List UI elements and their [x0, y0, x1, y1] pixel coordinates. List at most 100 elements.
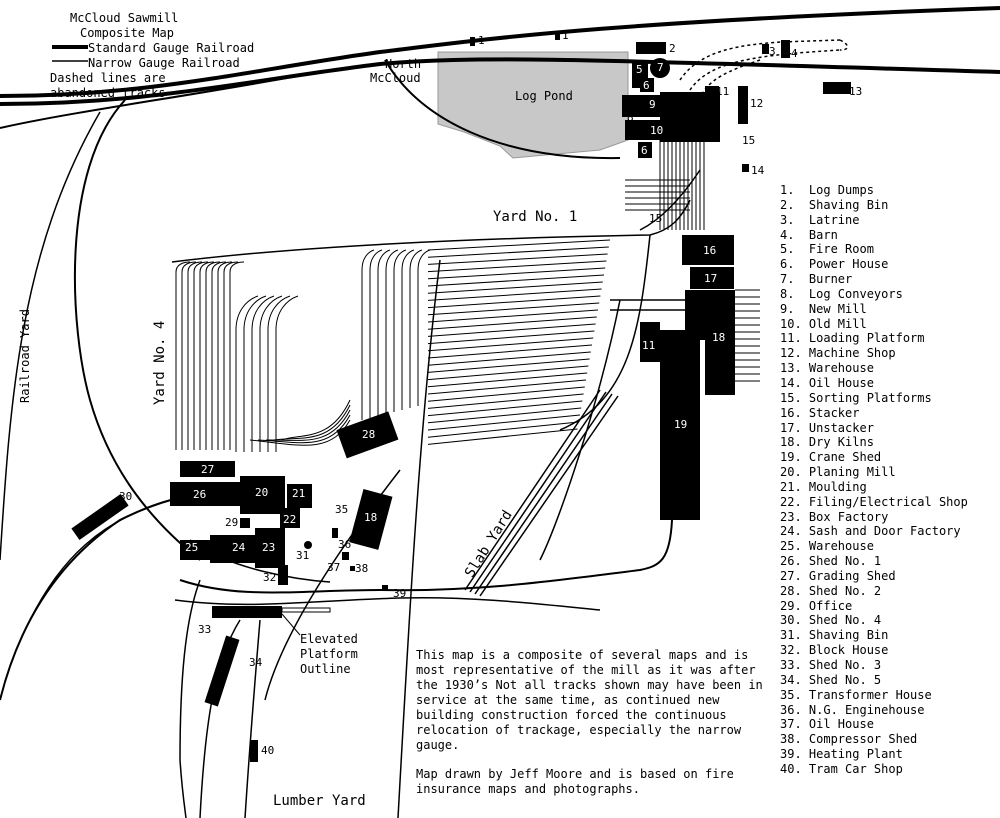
legend-item: 19. Crane Shed [780, 450, 882, 465]
abandoned-track-1 [679, 39, 841, 81]
yard1-track [427, 379, 587, 395]
yard4-inner-track [243, 295, 267, 452]
yard4-inner-track [259, 295, 283, 452]
yard1-track [427, 344, 593, 359]
yard1-track [427, 386, 585, 402]
bldg-31 [304, 541, 312, 549]
yard1-curve-track [409, 249, 423, 408]
legend-item: 30. Shed No. 4 [780, 613, 882, 628]
legend-item: 31. Shaving Bin [780, 628, 889, 643]
yard1-curve-track [401, 249, 415, 410]
legend-item: 17. Unstacker [780, 420, 874, 435]
bldg-11a [705, 86, 719, 106]
slab-yard-4 [479, 395, 619, 597]
legend-item: 29. Office [780, 598, 853, 613]
yard4-inner-track [251, 295, 275, 452]
bldg-13 [823, 82, 851, 94]
num-5: 5 [636, 63, 643, 76]
slab-yard-1 [464, 389, 601, 591]
yard4-track [217, 261, 233, 450]
num-17: 17 [704, 272, 718, 285]
title-line2: Composite Map [80, 26, 174, 40]
yard1-curve-track [417, 249, 431, 406]
legend-item: 9. New Mill [780, 301, 867, 316]
railroad-yard-label: Railroad Yard [18, 309, 32, 403]
main-line-upper [0, 6, 1000, 98]
num-24: 24 [232, 541, 246, 554]
bldg-38 [350, 566, 355, 571]
bldg-19 [660, 330, 700, 520]
bldg-18a [705, 290, 735, 395]
legend-item: 2. Shaving Bin [780, 197, 889, 212]
bldg-39 [382, 585, 388, 591]
legend-item: 4. Barn [780, 227, 838, 242]
yard1-track [427, 281, 603, 294]
legend-item: 12. Machine Shop [780, 346, 896, 361]
num-40: 40 [261, 744, 275, 757]
map-credit: Map drawn by Jeff Moore and is based on … [416, 767, 734, 796]
num-1a: 1 [478, 34, 485, 47]
legend-item: 3. Latrine [780, 212, 860, 227]
bldg-11b [640, 322, 660, 362]
num-11a: 11 [716, 85, 730, 98]
yard4-connector [257, 414, 351, 444]
slab-yard-3 [474, 393, 613, 595]
yard4-track [193, 261, 209, 450]
yard1-track [427, 316, 597, 330]
num-11b: 11 [642, 339, 656, 352]
yard1-track [427, 274, 605, 287]
bldg-36 [342, 552, 349, 560]
yard1-track [427, 295, 601, 309]
num-6b: 6 [641, 144, 648, 157]
yard1-track [427, 358, 590, 373]
legend-item: 21. Moulding [780, 479, 867, 494]
bldg-1a [470, 37, 475, 46]
title-block: McCloud Sawmill Composite Map Standard G… [50, 11, 254, 101]
num-16: 16 [703, 244, 717, 257]
bldg-6b [638, 142, 652, 158]
bldg-3 [762, 44, 769, 54]
yard4-inner-track [267, 295, 291, 452]
spur-north [384, 59, 621, 160]
legend-item: 32. Block House [780, 643, 889, 658]
bottom-main-1 [179, 519, 673, 594]
legend-item: 37. Oil House [780, 717, 874, 732]
num-22: 22 [283, 513, 297, 526]
legend-item: 13. Warehouse [780, 361, 874, 376]
yard1-right-edge [559, 234, 651, 431]
yard1-track [427, 372, 588, 388]
num-9: 9 [649, 98, 656, 111]
bldg-4 [781, 40, 790, 58]
legend-item: 6. Power House [780, 257, 889, 272]
legend-item: 35. Transformer House [780, 687, 932, 702]
bldg-29 [240, 518, 250, 528]
bottom-main-2 [174, 596, 601, 611]
legend-item: 23. Box Factory [780, 509, 889, 524]
yard1-track [427, 246, 609, 258]
yard4-track [205, 261, 221, 450]
yard1-track [427, 421, 579, 438]
legend-item: 15. Sorting Platforms [780, 390, 932, 405]
yard1-label: Yard No. 1 [493, 209, 578, 225]
num-3: 3 [769, 45, 776, 58]
num-31: 31 [296, 549, 310, 562]
bldg-33 [212, 606, 282, 618]
yard4-track [223, 261, 239, 450]
legend-item: 1. Log Dumps [780, 183, 874, 197]
num-36: 36 [338, 538, 352, 551]
num-7: 7 [657, 61, 664, 74]
main-line-lower [0, 57, 1000, 106]
yard1-track [427, 267, 606, 280]
bldg-14 [742, 164, 749, 172]
bldg-2 [636, 42, 666, 54]
yard1-track [427, 414, 581, 431]
num-10: 10 [650, 124, 664, 137]
yard4-track [175, 261, 191, 450]
yard1-curve-track [385, 249, 399, 414]
num-19: 19 [674, 418, 688, 431]
num-38: 38 [355, 562, 369, 575]
yard1-track [427, 330, 595, 345]
bldg-35 [332, 528, 338, 538]
railroad-yard-line-2 [29, 499, 171, 621]
num-12: 12 [750, 97, 764, 110]
